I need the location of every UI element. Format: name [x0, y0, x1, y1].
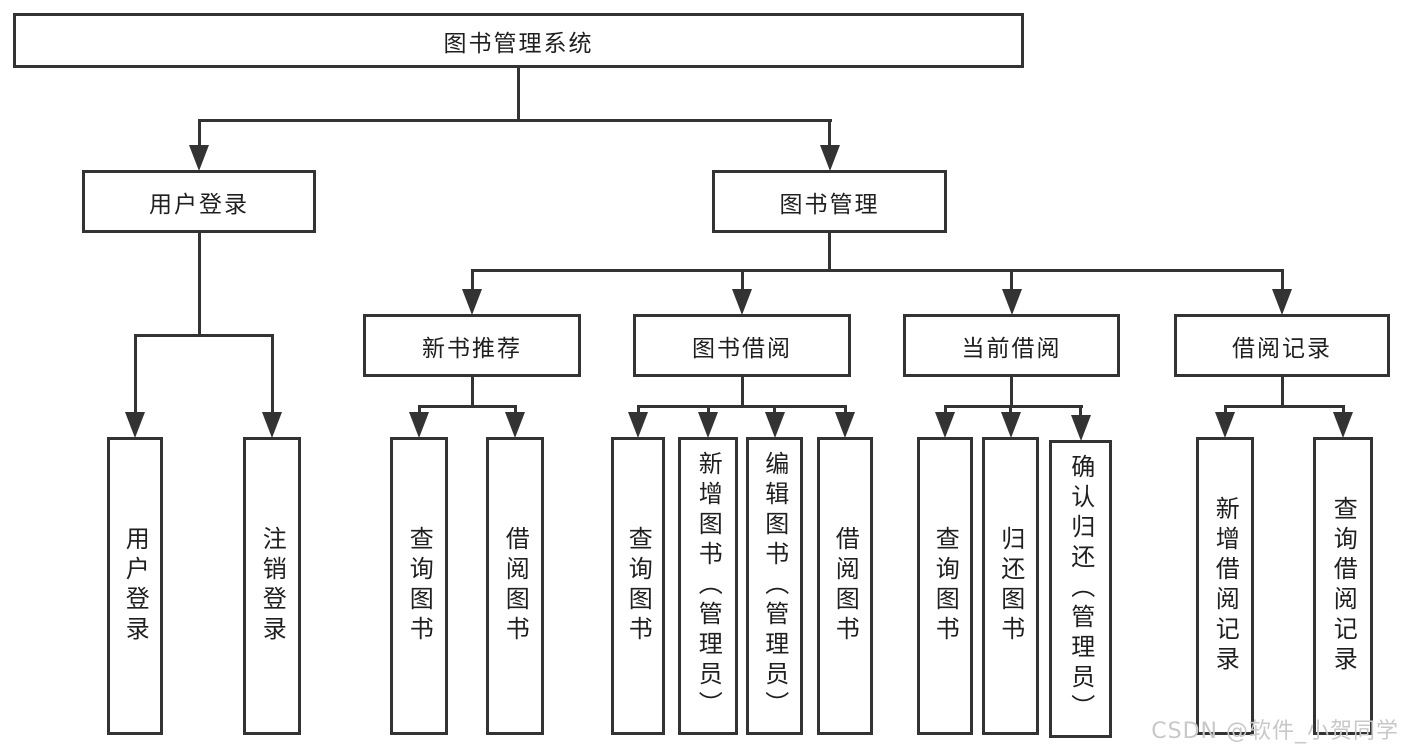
leaf-add-borrow-record: 新增借阅记录	[1196, 437, 1254, 735]
leaf-query-book-current: 查询图书	[917, 437, 973, 735]
connector-line	[944, 405, 1083, 408]
connector-line	[198, 119, 832, 122]
node-label: 归还图书	[996, 526, 1025, 646]
arrow-down	[189, 145, 209, 171]
arrow-down	[820, 145, 840, 171]
arrow-down	[1071, 415, 1091, 441]
arrow-down	[732, 289, 752, 315]
arrow-down	[835, 412, 855, 438]
connector-line	[134, 334, 274, 337]
connector-line	[471, 270, 474, 296]
connector-line	[1010, 270, 1013, 296]
node-new-book-recommend: 新书推荐	[363, 314, 581, 377]
node-label: 注销登录	[258, 526, 287, 646]
connector-line	[1224, 405, 1345, 408]
node-label: 用户登录	[149, 191, 249, 218]
leaf-query-borrow-record: 查询借阅记录	[1313, 437, 1373, 735]
connector-line	[198, 120, 201, 152]
arrow-down	[1001, 412, 1021, 438]
connector-line	[741, 270, 744, 296]
arrow-down	[1002, 289, 1022, 315]
connector-line	[637, 405, 847, 408]
leaf-edit-book-admin: 编辑图书（管理员）	[746, 437, 803, 735]
leaf-query-book-borrow: 查询图书	[611, 437, 665, 735]
node-label: 查询图书	[405, 526, 434, 646]
connector-line	[198, 233, 201, 335]
connector-line	[1010, 377, 1013, 406]
arrow-down	[935, 412, 955, 438]
arrow-down	[125, 412, 145, 438]
node-label: 新增借阅记录	[1211, 496, 1240, 676]
csdn-watermark: CSDN @软件_小贺同学	[1151, 719, 1399, 744]
node-library-system: 图书管理系统	[13, 13, 1024, 68]
leaf-user-login: 用户登录	[107, 437, 163, 735]
connector-line	[1079, 406, 1082, 422]
arrow-down	[262, 412, 282, 438]
connector-line	[471, 377, 474, 406]
leaf-borrow-book-newbook: 借阅图书	[486, 437, 544, 735]
connector-line	[471, 269, 1284, 272]
arrow-down	[409, 412, 429, 438]
node-label: 编辑图书（管理员）	[760, 451, 789, 721]
arrow-down	[1333, 412, 1353, 438]
node-label: 查询图书	[931, 526, 960, 646]
arrow-down	[698, 412, 718, 438]
connector-line	[517, 68, 520, 120]
leaf-add-book-admin: 新增图书（管理员）	[678, 437, 738, 735]
node-label: 确认归还（管理员）	[1066, 454, 1095, 724]
node-label: 借阅图书	[501, 526, 530, 646]
connector-line	[741, 377, 744, 406]
node-label: 图书管理	[779, 191, 880, 218]
node-label: 新增图书（管理员）	[694, 451, 723, 721]
node-label: 图书管理系统	[443, 30, 594, 57]
connector-line	[1281, 377, 1284, 406]
connector-line	[828, 233, 831, 270]
node-borrow-records: 借阅记录	[1174, 314, 1390, 377]
node-user-login: 用户登录	[82, 170, 316, 233]
node-current-borrow: 当前借阅	[903, 314, 1120, 377]
connector-line	[1281, 270, 1284, 296]
node-book-borrow: 图书借阅	[633, 314, 851, 377]
arrow-down	[462, 289, 482, 315]
leaf-borrow-book: 借阅图书	[817, 437, 873, 735]
leaf-query-book-newbook: 查询图书	[390, 437, 448, 735]
node-label: 当前借阅	[961, 335, 1062, 362]
leaf-return-book: 归还图书	[982, 437, 1039, 735]
node-book-management: 图书管理	[712, 170, 947, 233]
node-label: 用户登录	[121, 526, 150, 646]
node-label: 查询图书	[624, 526, 653, 646]
node-label: 新书推荐	[422, 335, 522, 362]
leaf-logout: 注销登录	[243, 437, 301, 735]
arrow-down	[628, 412, 648, 438]
arrow-down	[1215, 412, 1235, 438]
node-label: 查询借阅记录	[1329, 496, 1358, 676]
connector-line	[271, 335, 274, 419]
connector-line	[418, 405, 517, 408]
connector-line	[134, 335, 137, 419]
leaf-confirm-return-admin: 确认归还（管理员）	[1049, 440, 1112, 738]
arrow-down	[765, 412, 785, 438]
node-label: 借阅记录	[1232, 335, 1332, 362]
arrow-down	[1272, 289, 1292, 315]
node-label: 图书借阅	[692, 335, 792, 362]
node-label: 借阅图书	[831, 526, 860, 646]
arrow-down	[505, 412, 525, 438]
connector-line	[828, 120, 831, 152]
